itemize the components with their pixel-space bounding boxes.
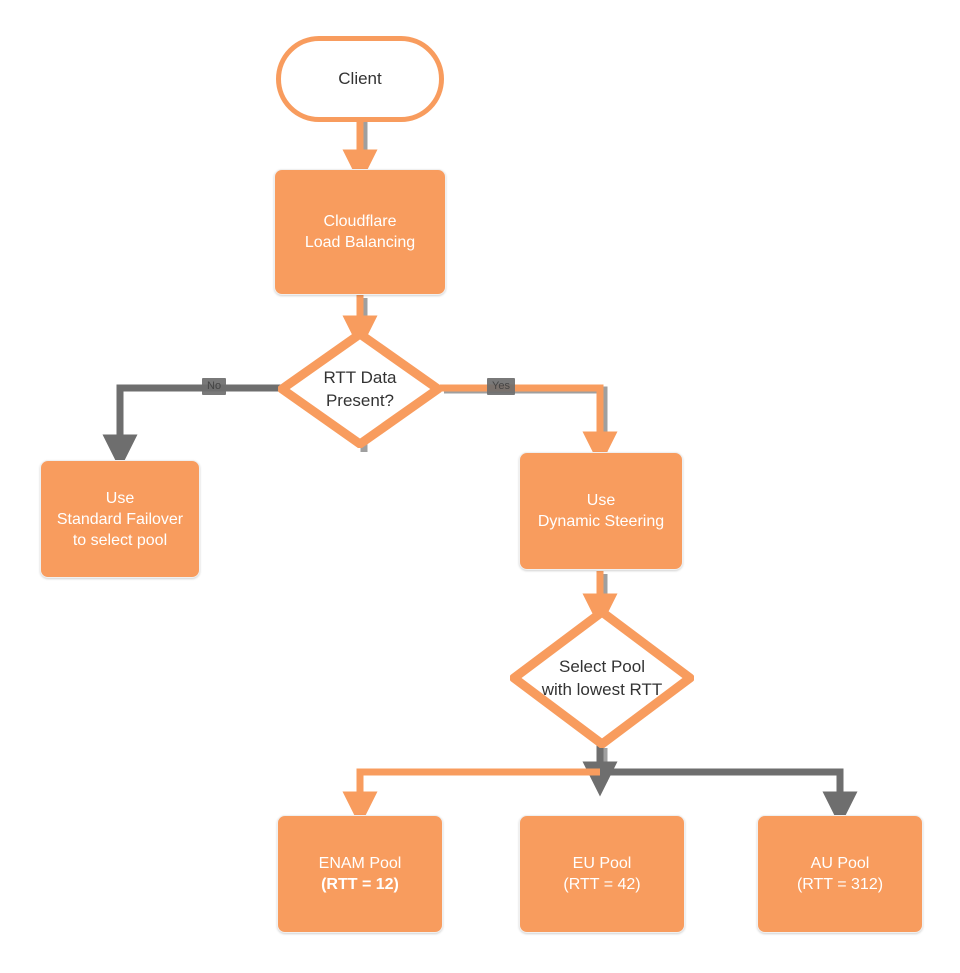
dynamic-steering-line-1: Use: [586, 492, 616, 509]
edge-rtt-yes-to-dynamic-steering: [440, 384, 618, 467]
node-rtt-data-present[interactable]: RTT Data Present?: [278, 330, 442, 448]
node-dynamic-steering-label: Use Dynamic Steering: [538, 490, 664, 532]
standard-failover-line-3: to select pool: [72, 531, 168, 549]
node-cloudflare-load-balancing[interactable]: Cloudflare Load Balancing: [274, 169, 446, 295]
edge-label-no: No: [202, 378, 227, 395]
standard-failover-line-1: Use: [105, 489, 135, 507]
node-client[interactable]: Client: [276, 36, 444, 122]
dynamic-steering-line-2: Dynamic Steering: [537, 513, 665, 530]
node-lb-line-2: Load Balancing: [304, 234, 416, 251]
node-au-pool[interactable]: AU Pool (RTT = 312): [757, 815, 923, 933]
edge-select-pool-to-au-pool: [600, 768, 858, 827]
edge-label-yes: Yes: [487, 378, 515, 395]
node-dynamic-steering[interactable]: Use Dynamic Steering: [519, 452, 683, 570]
eu-pool-rtt-value: (RTT = 42): [563, 876, 641, 893]
node-standard-failover-label: Use Standard Failover to select pool: [57, 488, 183, 551]
node-eu-pool[interactable]: EU Pool (RTT = 42): [519, 815, 685, 933]
rtt-decision-diamond-shape: [278, 330, 442, 448]
node-lb-line-1: Cloudflare: [323, 213, 397, 230]
node-eu-pool-label: EU Pool (RTT = 42): [563, 853, 640, 895]
eu-pool-line-1: EU Pool: [572, 855, 632, 872]
node-enam-pool[interactable]: ENAM Pool (RTT = 12): [277, 815, 443, 933]
node-client-label: Client: [338, 69, 382, 88]
node-enam-pool-label: ENAM Pool (RTT = 12): [319, 853, 402, 895]
standard-failover-line-2: Standard Failover: [56, 510, 184, 528]
enam-pool-rtt-value: (RTT = 12): [321, 876, 399, 893]
node-standard-failover[interactable]: Use Standard Failover to select pool: [40, 460, 200, 578]
enam-pool-line-1: ENAM Pool: [318, 855, 402, 872]
node-au-pool-label: AU Pool (RTT = 312): [797, 853, 883, 895]
edge-select-pool-to-enam-pool: [342, 768, 600, 827]
edge-rtt-no-to-standard-failover: [102, 384, 281, 470]
node-cloudflare-load-balancing-label: Cloudflare Load Balancing: [305, 211, 415, 253]
au-pool-line-1: AU Pool: [810, 855, 870, 872]
node-select-pool-lowest-rtt[interactable]: Select Pool with lowest RTT: [510, 608, 694, 748]
au-pool-rtt-value: (RTT = 312): [796, 876, 884, 893]
select-pool-decision-diamond-shape: [510, 608, 694, 748]
